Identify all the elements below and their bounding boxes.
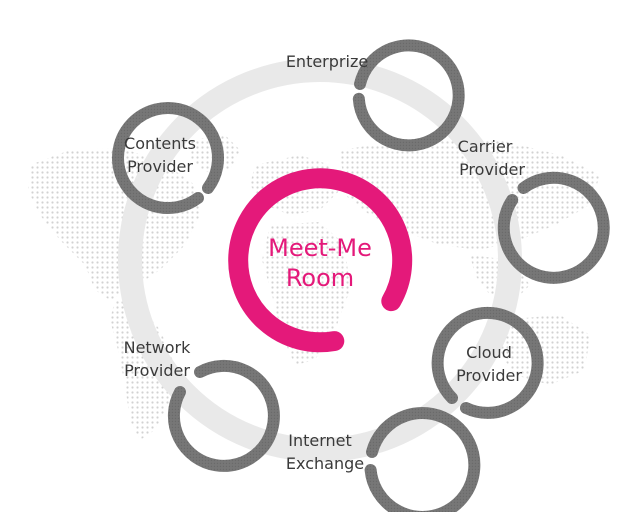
node-internet-exchange: Internet Exchange [286, 407, 481, 517]
center-label-line-1: Meet-Me [268, 234, 372, 262]
node-label-line-2: Provider [456, 366, 522, 385]
node-enterprize: Enterprize [286, 39, 465, 152]
center-node: Meet-Me Room [228, 168, 413, 353]
node-ring [497, 171, 610, 284]
node-label-line-2: Provider [124, 361, 190, 380]
node-ring [431, 306, 544, 419]
node-cloud-provider: Cloud Provider [431, 306, 544, 419]
node-ring [167, 359, 280, 472]
node-label-line-2: Exchange [286, 454, 364, 473]
node-ring [364, 407, 481, 517]
center-label-line-2: Room [286, 264, 354, 292]
node-label-line-2: Provider [459, 160, 525, 179]
node-ring [352, 39, 465, 152]
node-carrier-provider: Carrier Provider [458, 137, 610, 284]
node-label-line-1: Contents [124, 134, 196, 153]
node-label-line-2: Provider [127, 157, 193, 176]
node-contents-provider: Contents Provider [112, 102, 224, 214]
node-network-provider: Network Provider [124, 338, 280, 472]
node-ring [112, 102, 224, 214]
node-label-line-1: Carrier [458, 137, 513, 156]
node-label-line-1: Internet [288, 431, 352, 450]
node-label-line-1: Network [124, 338, 192, 357]
node-label-line-1: Enterprize [286, 52, 368, 71]
node-label-line-1: Cloud [466, 343, 512, 362]
center-ring [228, 168, 413, 353]
